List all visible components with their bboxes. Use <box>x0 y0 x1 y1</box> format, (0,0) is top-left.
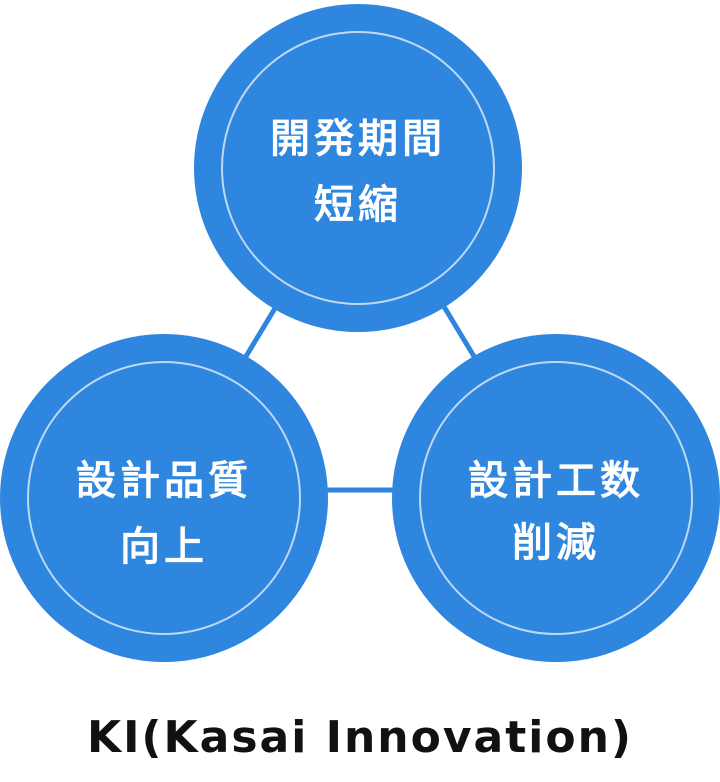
node-top-ring <box>221 31 495 305</box>
node-top-circle <box>194 4 522 332</box>
node-top: 開発期間 短縮 <box>194 4 522 332</box>
node-left-ring <box>27 361 301 635</box>
node-right-label-line2: 削減 <box>512 520 600 566</box>
node-right-circle <box>392 334 720 662</box>
node-left: 設計品質 向上 <box>0 334 328 662</box>
node-left-circle <box>0 334 328 662</box>
node-top-label-line2: 短縮 <box>314 182 402 228</box>
caption: KI(Kasai Innovation) <box>86 712 634 763</box>
node-right-label-line1: 設計工数 <box>468 458 644 504</box>
node-left-label-line2: 向上 <box>120 524 208 570</box>
node-left-label-line1: 設計品質 <box>76 458 252 504</box>
node-top-label-line1: 開発期間 <box>270 116 446 162</box>
connector-top-right <box>437 298 478 360</box>
node-right-ring <box>419 361 693 635</box>
connector-top-left <box>242 298 283 360</box>
node-right: 設計工数 削減 <box>392 334 720 662</box>
